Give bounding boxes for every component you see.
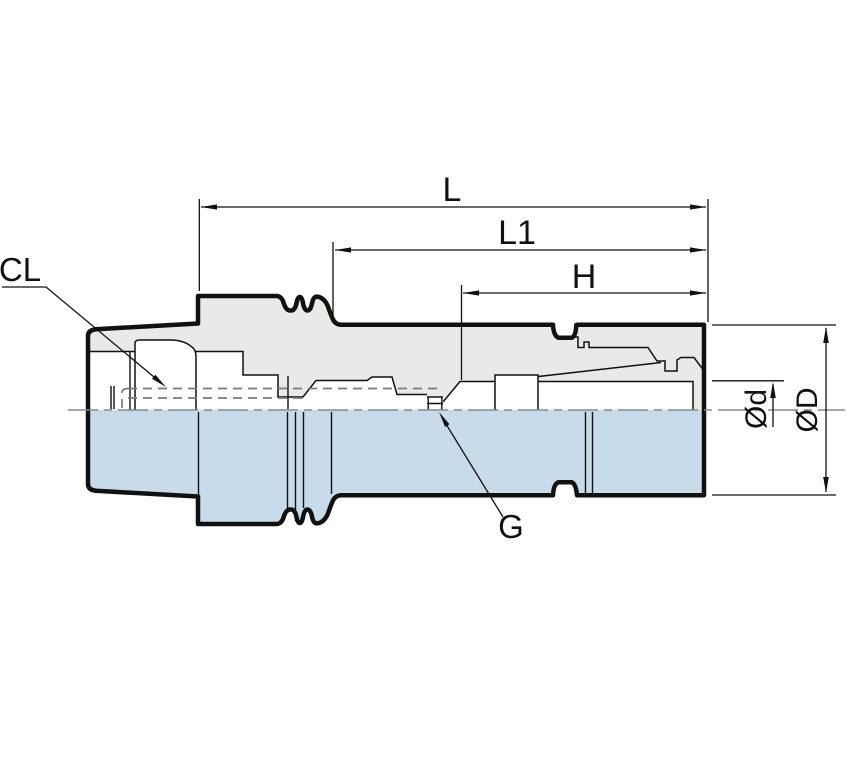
arrowhead xyxy=(770,382,776,398)
dimension-label-H: H xyxy=(572,258,597,296)
coolant-tube-block xyxy=(495,375,538,410)
arrowhead xyxy=(690,204,706,210)
diameter-label-Od: Ød xyxy=(740,389,773,429)
arrowhead xyxy=(201,204,217,210)
arrowhead xyxy=(152,374,166,387)
extension-lines xyxy=(198,199,836,496)
arrowhead xyxy=(823,327,829,343)
drawbar-head-cavity xyxy=(134,339,197,410)
external-view-lower-half xyxy=(88,410,704,524)
arrowhead xyxy=(690,247,706,253)
leader-CL xyxy=(2,286,161,383)
internal-step-lines xyxy=(110,351,289,410)
callout-label-CL: CL xyxy=(0,251,41,288)
callout-label-G: G xyxy=(498,508,524,545)
dimension-label-L1: L1 xyxy=(498,214,536,252)
coolant-passage-hidden-lines xyxy=(121,387,443,408)
collet-nut-profile xyxy=(563,336,704,381)
tool-holder-silhouette xyxy=(85,293,707,527)
arrowhead xyxy=(690,290,706,296)
dimension-label-L: L xyxy=(443,171,462,209)
projection-lines xyxy=(197,412,594,521)
leader-G xyxy=(445,423,504,518)
collet-taper-line xyxy=(538,361,662,378)
arrowhead xyxy=(463,290,479,296)
coolant-hidden-line xyxy=(121,387,129,408)
arrowhead xyxy=(823,477,829,493)
bore-cavity xyxy=(88,351,693,410)
arrowhead xyxy=(439,412,450,427)
arrowheads xyxy=(152,204,829,493)
arrowhead xyxy=(335,247,351,253)
coolant-tube-block-outline xyxy=(494,374,539,410)
thread-port-lines xyxy=(427,396,443,410)
diameter-label-OD: ØD xyxy=(791,388,824,433)
